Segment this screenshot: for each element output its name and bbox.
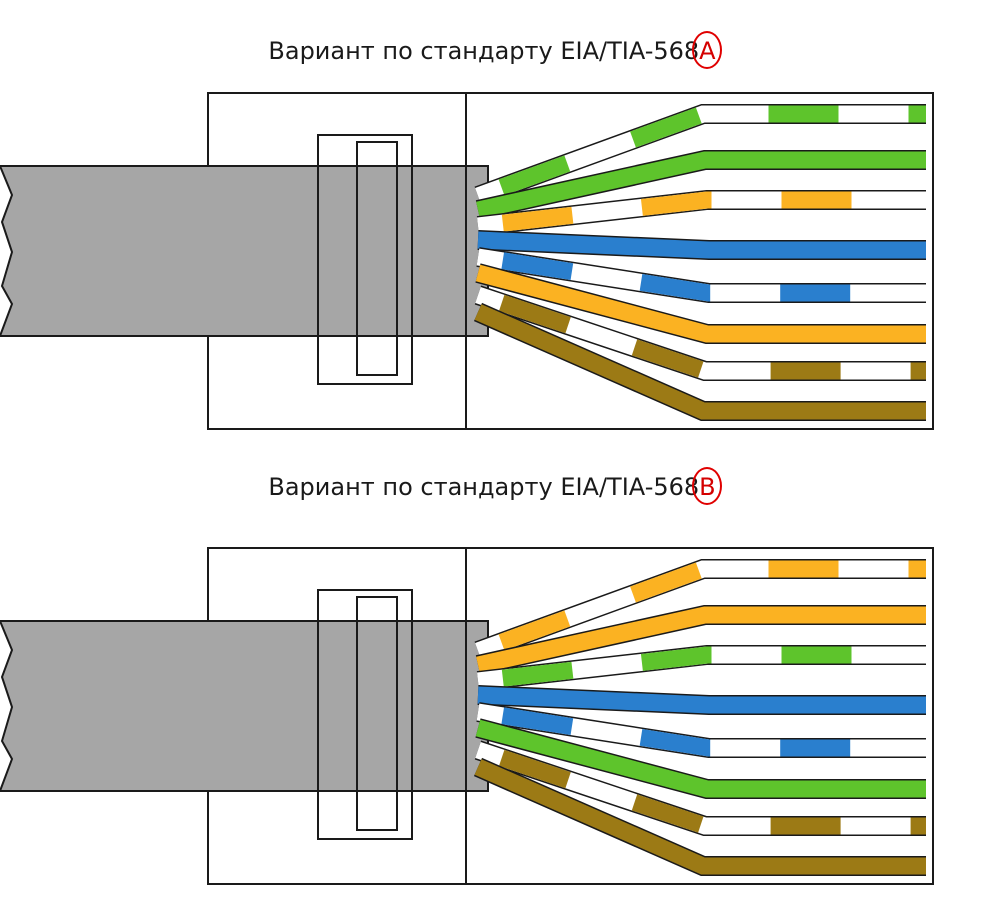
wire-stripe bbox=[630, 562, 702, 603]
wire-stripe bbox=[498, 749, 571, 789]
wire-pin-4-blue bbox=[477, 230, 926, 260]
wire-pin-7-brown-white bbox=[474, 285, 926, 381]
wire-pin-2-orange bbox=[475, 605, 926, 675]
wire-stripe bbox=[631, 339, 704, 378]
rj45-diagram-568b bbox=[0, 547, 934, 885]
wire-stripe bbox=[501, 707, 574, 735]
cable-jacket bbox=[0, 620, 489, 792]
title-568a-prefix: Вариант по стандарту EIA/TIA-568 bbox=[268, 37, 700, 65]
title-568b: Вариант по стандарту EIA/TIA-568B bbox=[0, 467, 984, 505]
wire-stripe bbox=[639, 274, 711, 302]
latch-outer bbox=[317, 134, 413, 385]
title-568b-prefix: Вариант по стандарту EIA/TIA-568 bbox=[268, 473, 700, 501]
red-circle-annotation bbox=[692, 467, 723, 505]
wire-body bbox=[475, 264, 926, 343]
wire-pin-6-green bbox=[475, 718, 926, 799]
wire-pin-5-blue-white bbox=[476, 247, 926, 303]
red-circle-annotation bbox=[692, 31, 723, 69]
cable-jacket bbox=[0, 165, 489, 337]
wire-stripe bbox=[501, 206, 574, 232]
wire-pin-4-blue bbox=[477, 685, 926, 715]
wire-pin-1-orange-white bbox=[474, 559, 926, 661]
wire-body bbox=[476, 151, 926, 219]
wire-body bbox=[476, 606, 926, 674]
wire-pin-6-orange bbox=[475, 263, 926, 344]
wire-pin-3-green-white bbox=[476, 645, 926, 691]
wire-pin-7-brown-white bbox=[474, 740, 926, 836]
wire-pin-2-green bbox=[475, 150, 926, 220]
wire-stripe bbox=[501, 252, 574, 280]
wire-body bbox=[477, 686, 926, 714]
wire-stripe bbox=[630, 107, 702, 148]
latch-inner bbox=[356, 596, 398, 831]
wire-stripe bbox=[501, 661, 574, 687]
variant-b-mark: B bbox=[692, 467, 723, 505]
wire-stripe bbox=[498, 294, 571, 334]
wire-body bbox=[477, 231, 926, 259]
wire-stripe bbox=[498, 155, 571, 196]
wire-stripe bbox=[640, 191, 712, 216]
wire-stripe bbox=[639, 729, 711, 757]
wire-pin-8-brown bbox=[473, 757, 926, 876]
rj45-diagram-568a bbox=[0, 92, 934, 430]
wire-pin-8-brown bbox=[473, 302, 926, 421]
latch-outer bbox=[317, 589, 413, 840]
wire-stripe bbox=[640, 646, 712, 671]
wire-pin-5-blue-white bbox=[476, 702, 926, 758]
title-568a: Вариант по стандарту EIA/TIA-568A bbox=[0, 31, 984, 69]
wire-body bbox=[474, 304, 926, 420]
latch-inner bbox=[356, 141, 398, 376]
wire-body bbox=[475, 719, 926, 798]
wire-pin-3-orange-white bbox=[476, 190, 926, 236]
wire-body bbox=[474, 759, 926, 875]
wire-stripe bbox=[631, 794, 704, 833]
wire-pin-1-green-white bbox=[474, 104, 926, 206]
wire-stripe bbox=[498, 610, 571, 651]
variant-a-mark: A bbox=[692, 31, 723, 69]
